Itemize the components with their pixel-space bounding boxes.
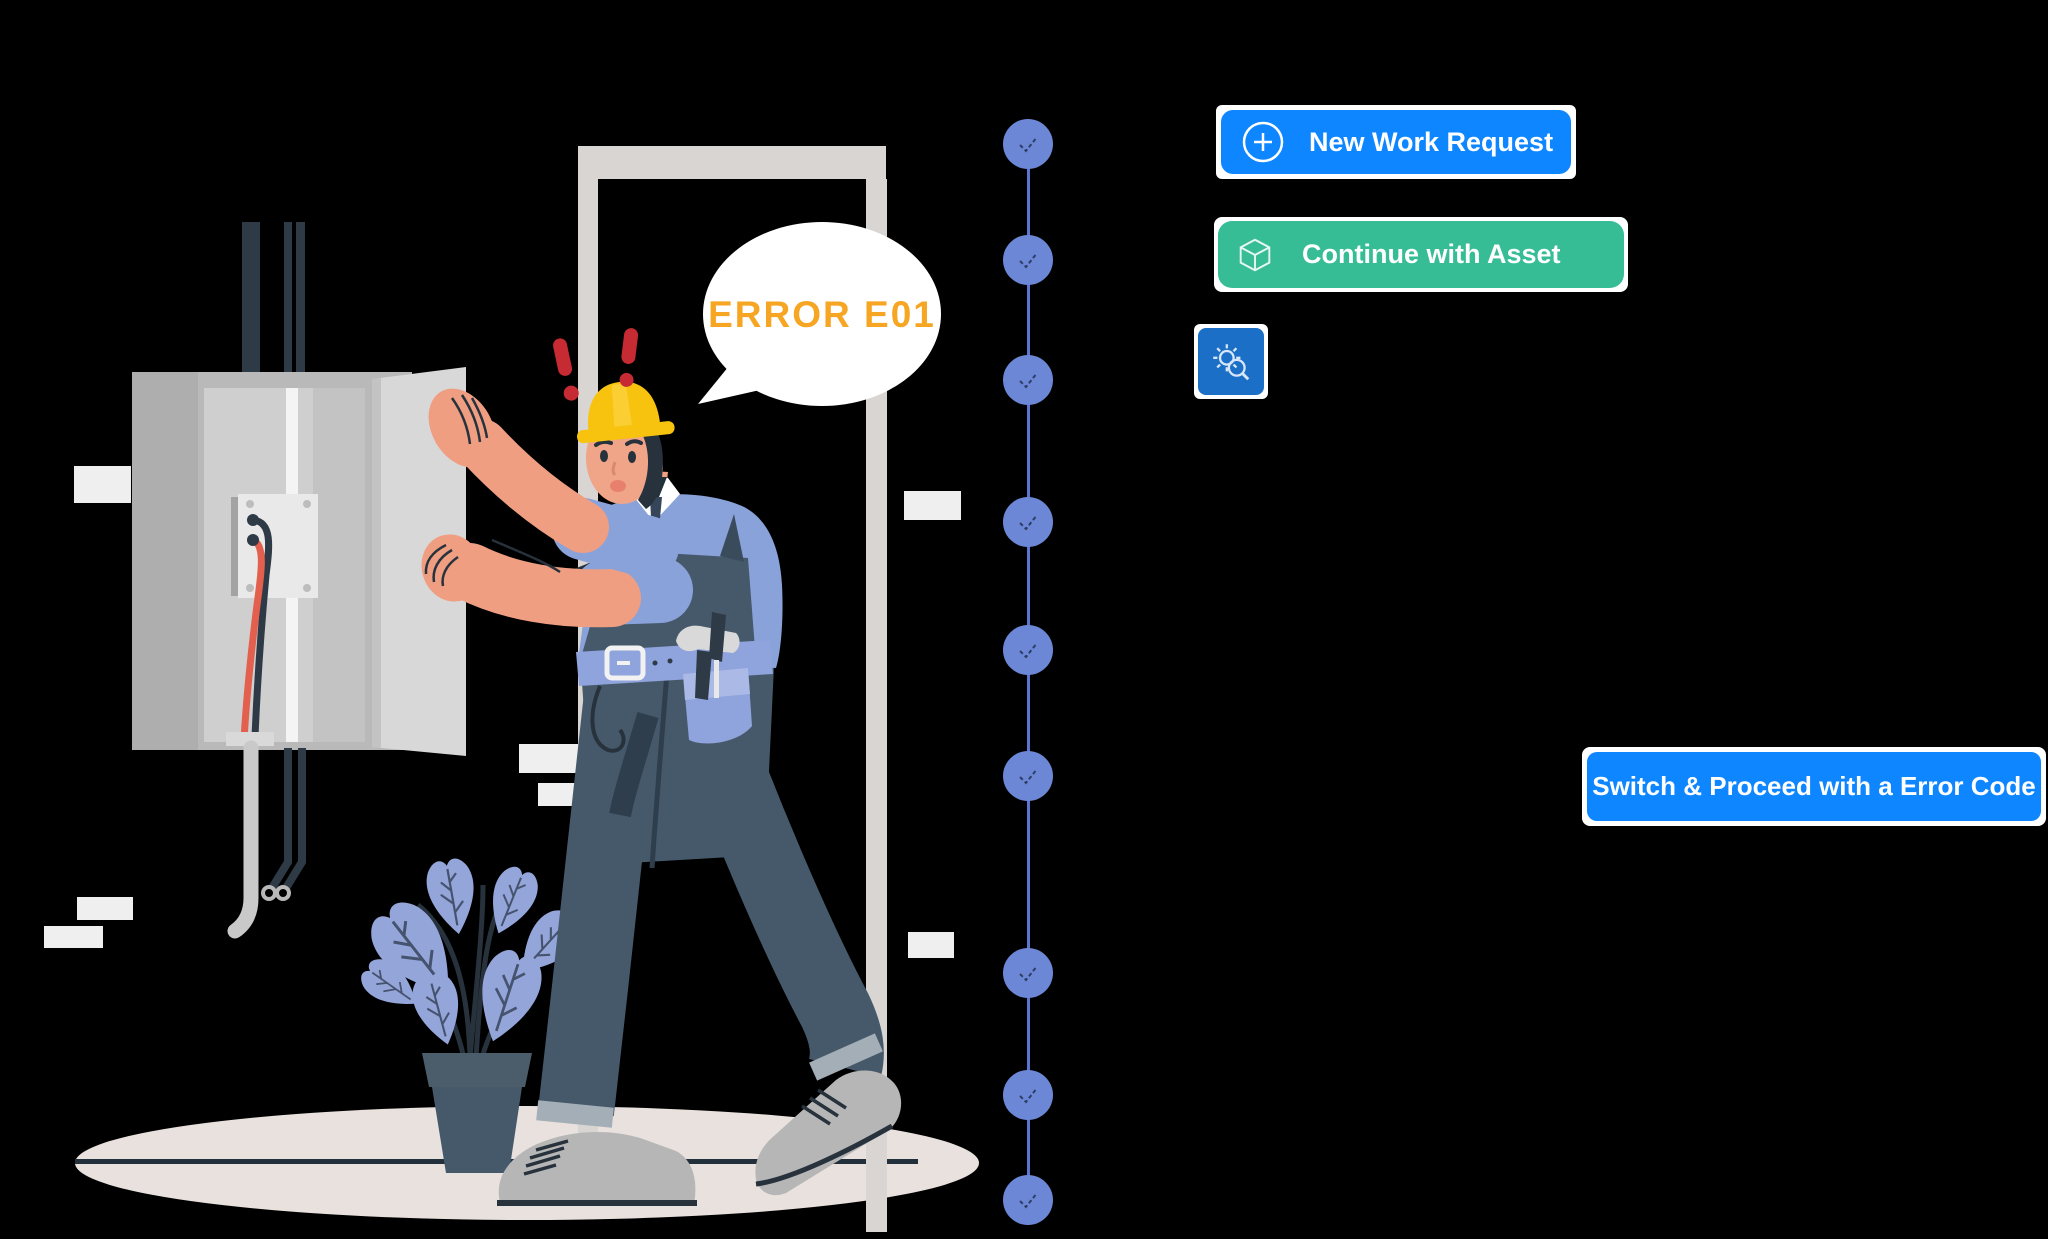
new-work-request-card: New Work Request [1216, 105, 1576, 179]
screwdriver-icon [709, 612, 726, 662]
junction-box [238, 494, 318, 598]
check-icon [1019, 768, 1038, 785]
cube-icon [1239, 238, 1271, 271]
timeline-node [1003, 497, 1053, 547]
check-icon [1019, 252, 1038, 269]
worker-head [576, 381, 675, 509]
plus-circle-icon [1242, 121, 1284, 163]
conduit-pipes-bottom [227, 740, 306, 939]
check-icon [1019, 1192, 1038, 1209]
timeline-node [1003, 751, 1053, 801]
timeline-connector [1027, 144, 1030, 1207]
switch-error-code-card: Switch & Proceed with a Error Code [1582, 747, 2046, 826]
shoes [497, 1070, 902, 1206]
speech-bubble-text: ERROR E01 [708, 294, 936, 335]
alert-exclamation-icons [553, 328, 639, 401]
new-work-request-button[interactable]: New Work Request [1221, 110, 1571, 174]
asset-settings-button[interactable] [1198, 328, 1264, 395]
wire-dark [251, 516, 273, 737]
timeline-node [1003, 119, 1053, 169]
wall-decor-rects [44, 466, 961, 958]
check-icon [1019, 372, 1038, 389]
continue-with-asset-label: Continue with Asset [1302, 239, 1561, 269]
check-icon [1019, 1087, 1038, 1104]
new-work-request-label: New Work Request [1309, 126, 1554, 157]
electrical-panel [132, 367, 466, 756]
timeline-node [1003, 235, 1053, 285]
check-icon [1019, 136, 1038, 153]
asset-settings-card [1194, 324, 1268, 399]
panel-door [372, 367, 466, 756]
tool-belt [576, 612, 773, 753]
plant-pot [422, 1053, 532, 1087]
wire-red [240, 536, 265, 741]
switch-error-code-button[interactable]: Switch & Proceed with a Error Code [1587, 752, 2041, 821]
check-icon [1019, 642, 1038, 659]
potted-plant [354, 854, 589, 1173]
worker [421, 381, 902, 1206]
continue-with-asset-button[interactable]: Continue with Asset [1218, 221, 1624, 288]
timeline-node [1003, 625, 1053, 675]
switch-error-code-label: Switch & Proceed with a Error Code [1592, 771, 2036, 801]
speech-bubble: ERROR E01 [698, 222, 941, 406]
hard-hat [576, 381, 675, 444]
conduit-pipes-top [242, 222, 305, 374]
timeline-node [1003, 1070, 1053, 1120]
continue-with-asset-card: Continue with Asset [1214, 217, 1628, 292]
timeline-node [1003, 948, 1053, 998]
timeline-node [1003, 1175, 1053, 1225]
gear-search-icon [1213, 343, 1250, 380]
check-icon [1019, 965, 1038, 982]
timeline-node [1003, 355, 1053, 405]
check-icon [1019, 514, 1038, 531]
